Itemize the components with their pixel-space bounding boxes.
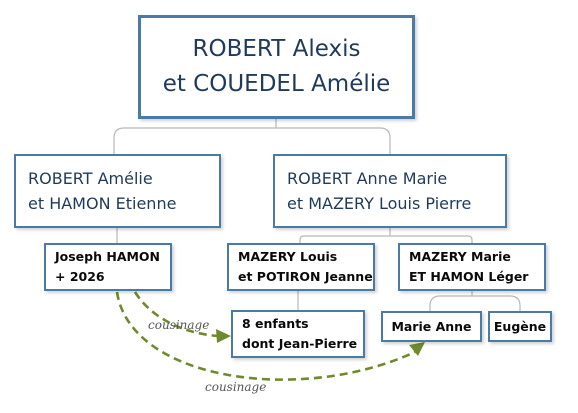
node-mazery-marie: MAZERY Marie ET HAMON Léger	[398, 243, 546, 291]
cousinage-arrowhead-1	[216, 329, 231, 343]
node-line: ET HAMON Léger	[409, 269, 529, 284]
node-robert-alexis: ROBERT Alexis et COUEDEL Amélie	[138, 15, 415, 119]
node-line: ROBERT Amélie	[28, 169, 153, 188]
node-robert-amelie: ROBERT Amélie et HAMON Etienne	[14, 154, 221, 228]
node-line: MAZERY Louis	[238, 249, 338, 264]
node-line: dont Jean-Pierre	[242, 336, 358, 351]
cousinage-arrow-1	[133, 291, 219, 338]
node-line: et MAZERY Louis Pierre	[287, 194, 472, 213]
node-line: Joseph HAMON	[55, 249, 161, 264]
connector-anne-to-grandchildren	[299, 228, 473, 243]
node-line: + 2026	[55, 269, 105, 284]
connector-marie-to-children	[429, 291, 521, 311]
cousinage-arrowhead-2	[409, 342, 425, 356]
node-line: et COUEDEL Amélie	[162, 71, 391, 97]
node-line: MAZERY Marie	[409, 249, 511, 264]
cousinage-label-2: cousinage	[205, 380, 267, 394]
node-joseph-hamon: Joseph HAMON + 2026	[44, 243, 172, 291]
node-line: et POTIRON Jeanne	[238, 269, 373, 284]
node-mazery-louis: MAZERY Louis et POTIRON Jeanne	[227, 243, 375, 291]
node-8-enfants: 8 enfants dont Jean-Pierre	[231, 310, 365, 358]
node-line: et HAMON Etienne	[28, 194, 177, 213]
node-line: Marie Anne	[391, 318, 472, 334]
cousinage-label-1: cousinage	[148, 318, 210, 332]
node-line: ROBERT Alexis	[192, 36, 361, 62]
connector-root-to-children	[113, 119, 391, 154]
node-line: Eugène	[493, 318, 547, 334]
cousinage-arrow-2	[115, 291, 416, 381]
node-line: ROBERT Anne Marie	[287, 169, 448, 188]
node-line: 8 enfants	[242, 316, 309, 331]
node-robert-anne-marie: ROBERT Anne Marie et MAZERY Louis Pierre	[273, 154, 507, 228]
node-marie-anne: Marie Anne	[381, 311, 482, 342]
node-eugene: Eugène	[488, 311, 552, 342]
